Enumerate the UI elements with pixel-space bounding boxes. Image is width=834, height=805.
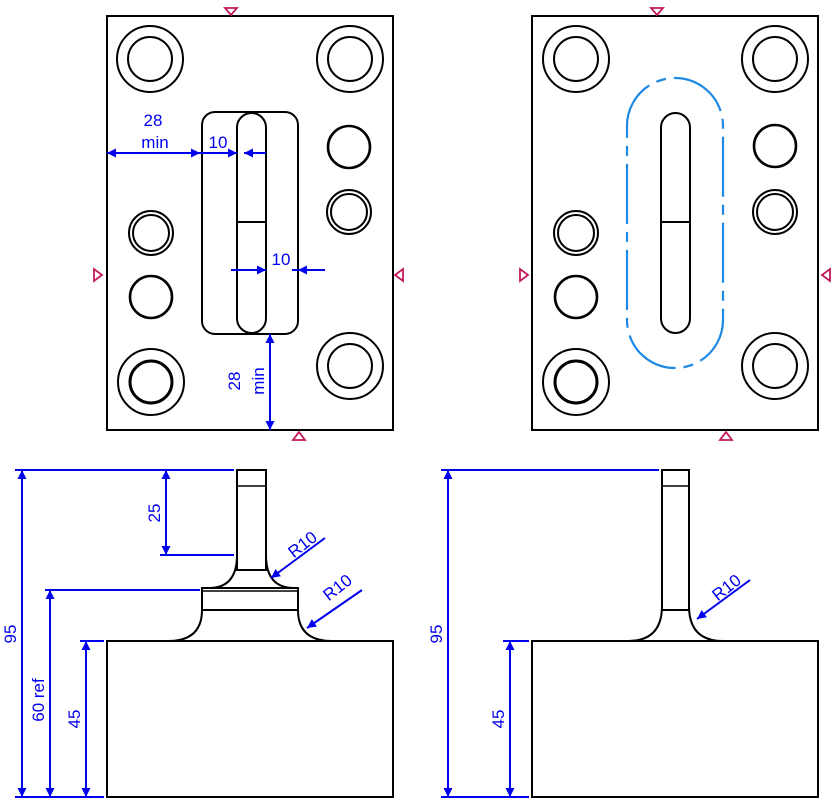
base-block	[531, 640, 819, 798]
collar	[201, 587, 299, 611]
corner-counterbore-top-right	[316, 25, 384, 93]
dim-bottom-clearance-value: 28	[225, 372, 244, 391]
dim-base-height: 45	[65, 710, 84, 729]
view-marker-right	[393, 267, 404, 283]
view-marker-left	[519, 267, 530, 283]
corner-counterbore-bottom-left	[542, 348, 610, 416]
threaded-hole	[128, 210, 174, 256]
front-view-left: 25 R10 R10 95 60 ref 45	[1, 469, 394, 798]
dim-stem-length: 25	[145, 504, 164, 523]
view-marker-bottom	[291, 430, 307, 441]
dim-overall-height: 95	[1, 625, 20, 644]
view-marker-left	[93, 267, 104, 283]
through-hole	[553, 274, 599, 320]
through-hole	[326, 124, 372, 170]
base-block	[106, 640, 394, 798]
stem	[661, 469, 690, 611]
view-marker-right	[820, 267, 831, 283]
dim-base-height: 45	[489, 710, 508, 729]
dim-lower-radius: R10	[319, 571, 355, 605]
view-marker-bottom	[718, 430, 734, 441]
dim-bottom-clearance-note: min	[249, 367, 268, 394]
corner-counterbore-bottom-left	[117, 348, 185, 416]
plan-view-right	[519, 7, 831, 441]
dim-slot-width-top: 10	[209, 133, 228, 152]
plate-outline	[106, 15, 394, 431]
front-view-right: R10 95 45	[427, 469, 819, 798]
dim-leader-upper-radius	[270, 537, 326, 579]
dim-radius: R10	[708, 571, 744, 605]
threaded-hole	[326, 189, 372, 235]
through-hole	[752, 123, 798, 169]
dim-leader-lower-radius	[306, 589, 363, 629]
threaded-hole	[752, 189, 798, 235]
lower-fillet-right	[297, 609, 333, 642]
dim-overall-height: 95	[427, 625, 446, 644]
lower-fillet-left	[167, 609, 203, 642]
corner-counterbore-top-right	[741, 25, 809, 93]
dim-slot-width-mid: 10	[272, 250, 291, 269]
corner-counterbore-top-left	[542, 25, 610, 93]
pocket-outline	[201, 111, 299, 335]
dim-side-clearance-value: 28	[144, 111, 163, 130]
fillet-right	[688, 605, 724, 642]
threaded-hole	[553, 210, 599, 256]
dim-ref-height: 60 ref	[29, 678, 48, 722]
view-marker-top	[223, 7, 239, 17]
dim-side-clearance-note: min	[141, 133, 168, 152]
view-marker-top	[649, 7, 665, 17]
dim-leader-radius	[696, 579, 751, 620]
corner-counterbore-top-left	[116, 25, 184, 93]
pocket-centerline-outline	[625, 76, 725, 370]
fillet-left	[627, 605, 663, 642]
dim-upper-radius: R10	[284, 528, 320, 562]
stem	[236, 469, 267, 571]
plate-outline	[531, 15, 819, 431]
corner-counterbore-bottom-right	[316, 332, 384, 400]
through-hole	[128, 274, 174, 320]
plan-view-left: 28 min 10 10 28 min	[93, 7, 404, 441]
corner-counterbore-bottom-right	[741, 332, 809, 400]
